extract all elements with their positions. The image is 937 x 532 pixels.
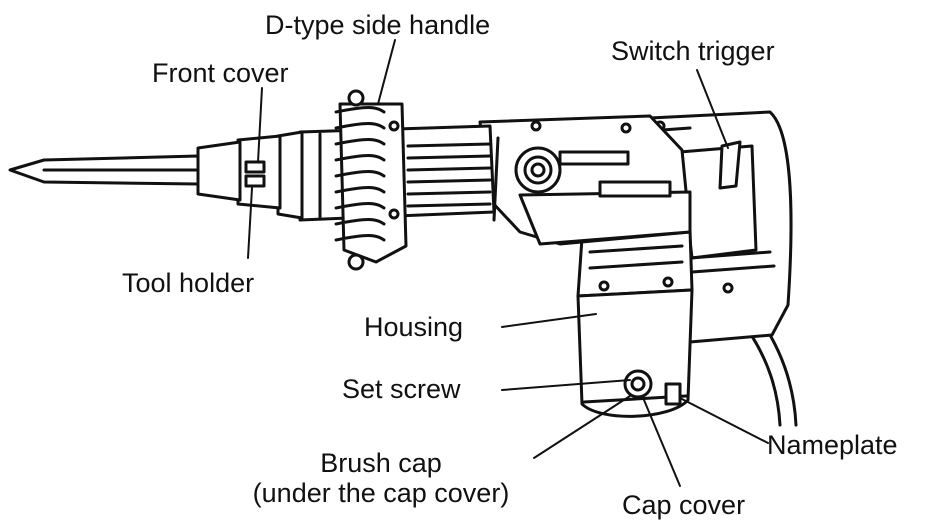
leader-switch-trigger (696, 69, 729, 149)
brush-cap (623, 369, 653, 399)
leader-set-screw (501, 379, 631, 391)
label-cap-cover: Cap cover (622, 490, 746, 520)
chisel-bit (8, 154, 200, 186)
leader-lines (247, 39, 769, 487)
leader-front-cover (257, 87, 263, 163)
label-brush-cap-line2: (under the cap cover) (252, 478, 510, 508)
leader-cap-cover (643, 399, 681, 487)
label-brush-cap-line1: Brush cap (320, 448, 442, 478)
label-nameplate: Nameplate (767, 430, 898, 460)
label-brush-cap: Brush cap (under the cap cover) (218, 448, 544, 508)
label-tool-holder: Tool holder (122, 268, 255, 298)
label-front-cover: Front cover (152, 58, 289, 88)
motor-housing (576, 228, 694, 418)
front-cover (236, 130, 304, 220)
leader-tool-holder (247, 187, 253, 259)
label-d-type-side-handle: D-type side handle (265, 10, 491, 40)
leader-brush-cap (533, 395, 631, 459)
label-set-screw: Set screw (342, 374, 461, 404)
nameplate-plate (664, 382, 682, 406)
leader-d-type-side-handle (377, 39, 396, 105)
leader-housing (501, 313, 597, 328)
gear-housing (478, 114, 692, 246)
leader-nameplate (679, 397, 769, 444)
d-type-side-handle (334, 89, 408, 271)
label-switch-trigger: Switch trigger (611, 36, 775, 66)
label-housing: Housing (364, 312, 464, 342)
